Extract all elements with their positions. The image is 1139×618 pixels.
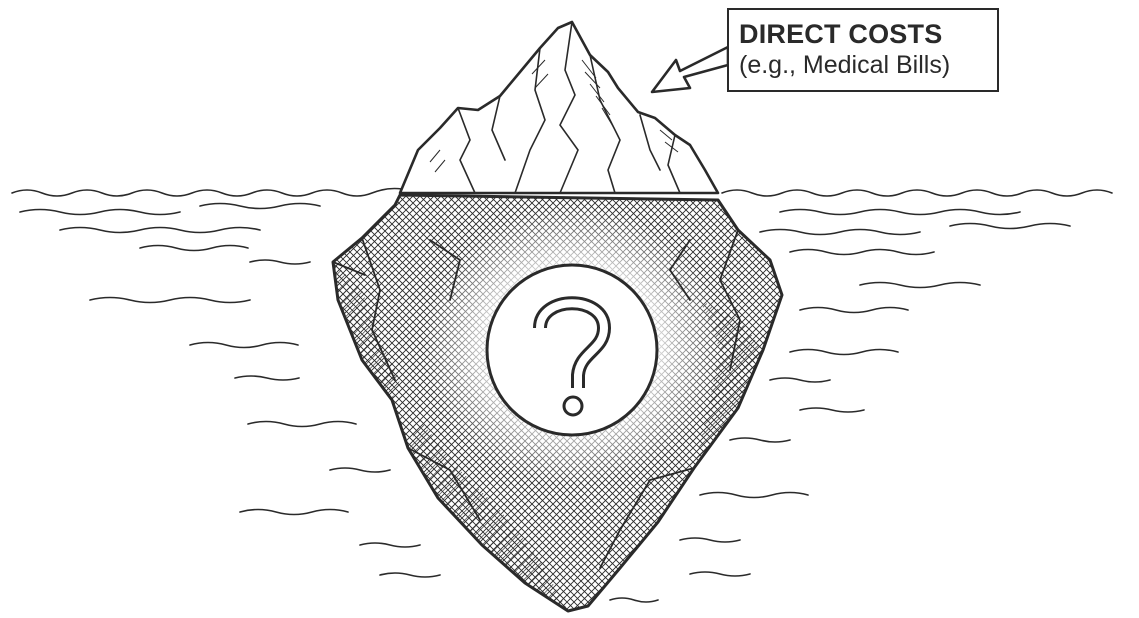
direct-costs-callout: DIRECT COSTS (e.g., Medical Bills) <box>727 8 999 92</box>
iceberg-tip <box>400 22 718 193</box>
question-circle-icon <box>487 265 657 435</box>
callout-subtitle: (e.g., Medical Bills) <box>739 50 997 80</box>
callout-title: DIRECT COSTS <box>739 19 997 50</box>
callout-arrow-icon <box>652 47 728 92</box>
